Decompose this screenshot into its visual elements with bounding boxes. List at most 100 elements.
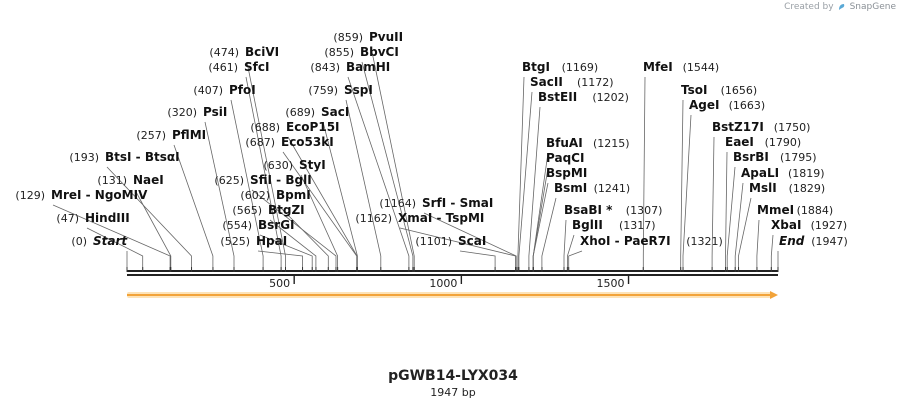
- credit-prefix: Created by: [784, 2, 834, 12]
- site-position: (602): [240, 189, 270, 202]
- feature-track: [127, 291, 778, 299]
- site-end[interactable]: End(1947): [779, 234, 848, 248]
- site-leader-eaei: [725, 151, 728, 270]
- site-pflmi[interactable]: PflMI(257): [136, 128, 206, 142]
- site-paqci[interactable]: PaqCI: [546, 151, 584, 165]
- site-xbai[interactable]: XbaI(1927): [771, 218, 847, 232]
- site-sfci[interactable]: SfcI(461): [208, 60, 269, 74]
- site-btsi-bts-i[interactable]: BtsI - BtsαI(193): [69, 150, 179, 164]
- site-position: (1172): [577, 76, 614, 89]
- site-name: BciVI: [245, 45, 279, 59]
- credit-brand: SnapGene: [849, 2, 896, 12]
- site-mmei[interactable]: MmeI(1884): [757, 203, 833, 217]
- site-scai[interactable]: ScaI(1101): [415, 234, 486, 248]
- site-btgi[interactable]: BtgI(1169): [522, 60, 598, 74]
- site-position: (1829): [789, 182, 826, 195]
- site-bbvci[interactable]: BbvCI(855): [324, 45, 398, 59]
- site-name: XhoI - PaeR7I: [580, 234, 671, 248]
- site-name: PfoI: [229, 83, 256, 97]
- site-sspi[interactable]: SspI(759): [308, 83, 372, 97]
- ruler-label-1500: 1500: [597, 277, 625, 290]
- site-hpai[interactable]: HpaI(525): [220, 234, 287, 248]
- site-name: MmeI: [757, 203, 794, 217]
- site-leader-sacii: [518, 91, 533, 270]
- site-styi[interactable]: StyI(630): [263, 158, 325, 172]
- site-bsrgi[interactable]: BsrGI(554): [222, 218, 294, 232]
- site-psii[interactable]: PsiI (320): [167, 105, 227, 119]
- site-position: (320): [167, 106, 197, 119]
- site-leader-bsrgi: [259, 234, 313, 270]
- site-pvuii[interactable]: PvuII(859): [333, 30, 403, 44]
- site-eco53ki[interactable]: Eco53kI(687): [245, 135, 333, 149]
- site-leader-agei: [682, 114, 692, 270]
- site-btgzi[interactable]: BtgZI(565): [232, 203, 304, 217]
- site-bstz17i[interactable]: BstZ17I(1750): [712, 120, 810, 134]
- site-ecop15i[interactable]: EcoP15I(688): [250, 120, 339, 134]
- site-name: BglII: [572, 218, 603, 232]
- site-bpmi[interactable]: BpmI(602): [240, 188, 310, 202]
- site-bsteii[interactable]: BstEII(1202): [538, 90, 629, 104]
- site-eaei[interactable]: EaeI(1790): [725, 135, 801, 149]
- site-leader-hindiii: [86, 227, 144, 270]
- site-bsrbi[interactable]: BsrBI(1795): [733, 150, 817, 164]
- site-mrei-ngomiv[interactable]: MreI - NgoMIV(129): [15, 188, 148, 202]
- site-name: SspI: [344, 83, 373, 97]
- site-leader-srfi-smai: [423, 212, 517, 270]
- site-bamhi[interactable]: BamHI(843): [310, 60, 390, 74]
- site-leader-hpai: [257, 250, 303, 270]
- site-position: (1202): [592, 91, 629, 104]
- site-pfoi[interactable]: PfoI(407): [193, 83, 255, 97]
- site-sfii-bgli[interactable]: SfiI - BglI(625): [214, 173, 311, 187]
- site-bfuai[interactable]: BfuAI(1215): [546, 136, 630, 150]
- site-naei[interactable]: NaeI (131): [97, 173, 163, 187]
- site-position: (1101): [415, 235, 452, 248]
- site-bspmi[interactable]: BspMI: [546, 166, 587, 180]
- site-position: (131): [97, 174, 127, 187]
- feature-arrow-head: [770, 291, 778, 299]
- site-tsoi[interactable]: TsoI(1656): [681, 83, 757, 97]
- site-name: BamHI: [346, 60, 390, 74]
- site-bsabi[interactable]: BsaBI *(1307): [564, 203, 662, 217]
- site-leader-pfoi: [230, 99, 264, 270]
- site-name: PsiI: [203, 105, 227, 119]
- snapgene-credit: Created by SnapGene: [784, 2, 896, 12]
- site-position: (461): [208, 61, 238, 74]
- site-position: (625): [214, 174, 244, 187]
- site-leader-bspmi: [532, 182, 549, 270]
- site-mfei[interactable]: MfeI(1544): [643, 60, 719, 74]
- site-bglii[interactable]: BglII(1317): [572, 218, 656, 232]
- site-name: SacII: [530, 75, 563, 89]
- site-sacii[interactable]: SacII (1172): [530, 75, 614, 89]
- site-leader-pflmi: [173, 144, 214, 270]
- site-leader-tsoi: [680, 99, 684, 270]
- site-position: (1795): [780, 151, 817, 164]
- site-agei[interactable]: AgeI(1663): [689, 98, 765, 112]
- site-position: (0): [71, 235, 87, 248]
- site-name: PvuII: [369, 30, 403, 44]
- site-position: (47): [56, 212, 79, 225]
- site-bsmi[interactable]: BsmI(1241): [554, 181, 630, 195]
- site-bcivi[interactable]: BciVI(474): [209, 45, 279, 59]
- site-name: ApaLI: [741, 166, 779, 180]
- site-name: SacI: [321, 105, 349, 119]
- site-name: HpaI: [256, 234, 287, 248]
- site-msli[interactable]: MslI(1829): [749, 181, 825, 195]
- site-name: BtgI: [522, 60, 550, 74]
- site-position: (257): [136, 129, 166, 142]
- site-xmai-tspmi[interactable]: XmaI - TspMI(1162): [355, 211, 484, 225]
- site-name: MfeI: [643, 60, 673, 74]
- site-saci[interactable]: SacI(689): [285, 105, 349, 119]
- plasmid-name: pGWB14-LYX034: [388, 368, 518, 384]
- site-position: (1241): [594, 182, 631, 195]
- site-hindiii[interactable]: HindIII(47): [56, 211, 129, 225]
- site-start[interactable]: Start(0): [71, 234, 128, 248]
- site-leader-bamhi: [347, 76, 410, 270]
- site-position: (688): [250, 121, 280, 134]
- site-xhoi-paer7i[interactable]: XhoI - PaeR7I(1321): [580, 234, 723, 248]
- site-srfi-smai[interactable]: SrfI - SmaI(1164): [379, 196, 493, 210]
- site-apali[interactable]: ApaLI(1819): [741, 166, 825, 180]
- site-name: NaeI: [133, 173, 164, 187]
- site-leader-mmei: [756, 219, 760, 270]
- site-name: StyI: [299, 158, 326, 172]
